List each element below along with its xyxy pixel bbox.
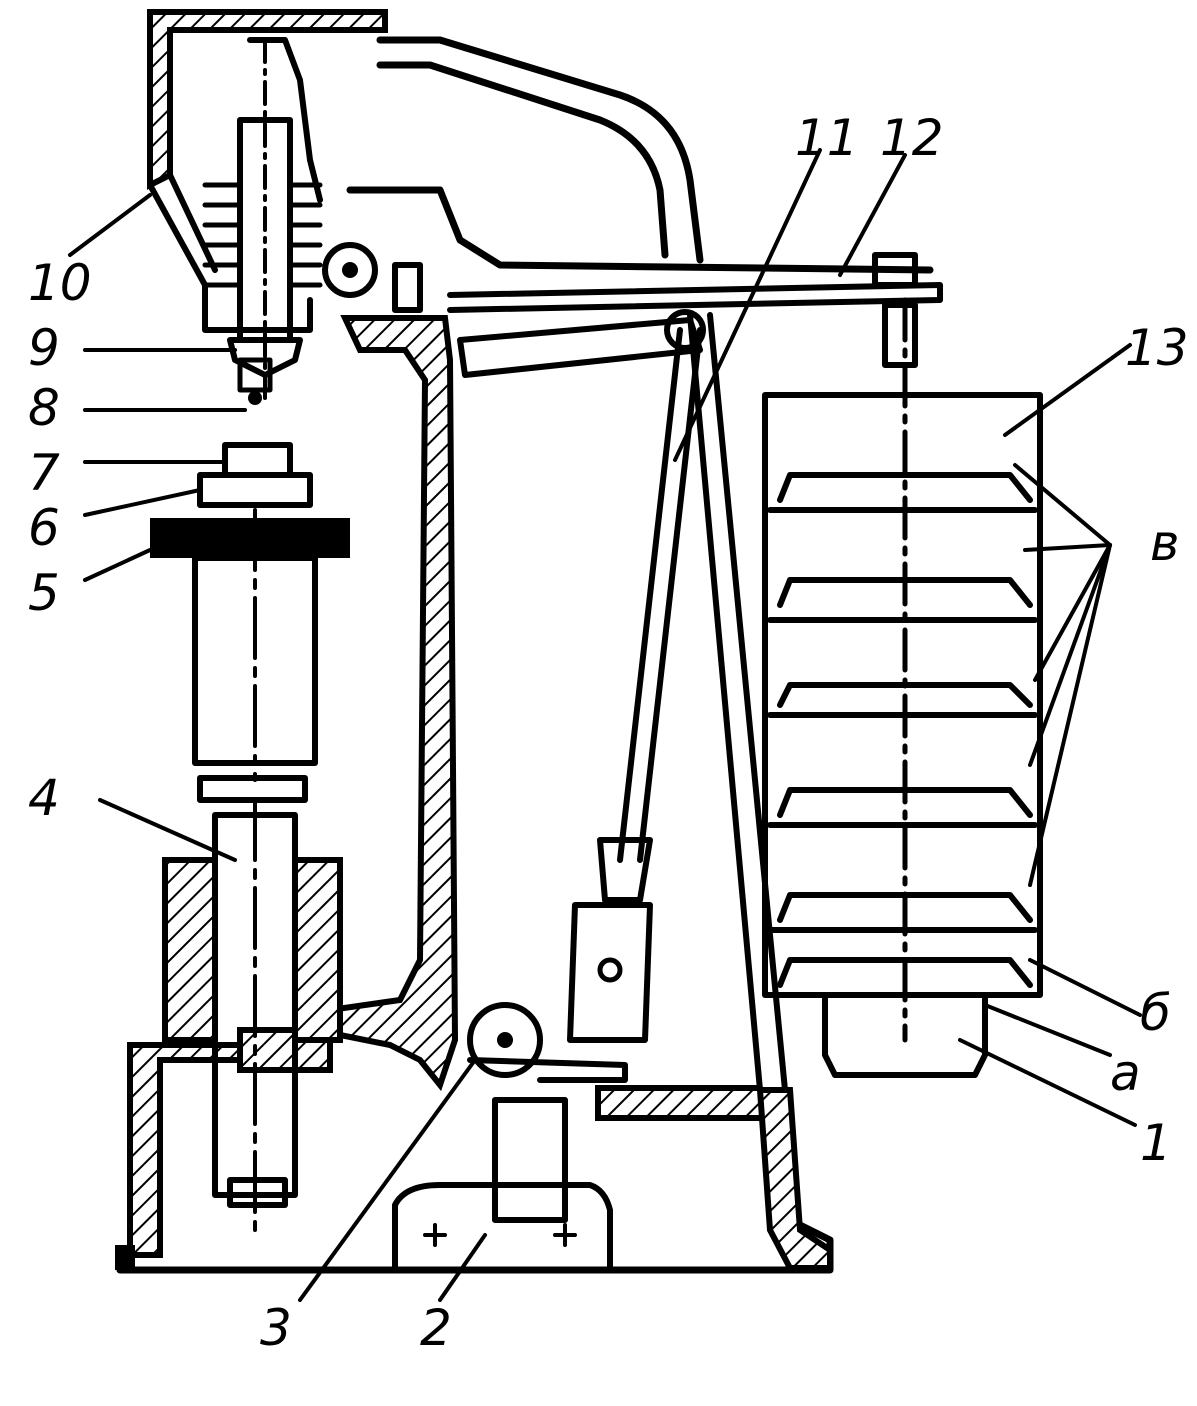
label-5: 5	[28, 564, 60, 622]
leader-lines	[68, 148, 1142, 1302]
label-9: 9	[28, 319, 60, 377]
machine-base	[115, 1042, 834, 1274]
label-v: в	[1150, 514, 1179, 572]
label-a: а	[1110, 1044, 1141, 1102]
frame-column	[237, 315, 459, 1092]
label-11: 11	[795, 109, 859, 167]
label-1: 1	[1140, 1114, 1172, 1172]
label-13: 13	[1125, 319, 1189, 377]
label-4: 4	[28, 769, 60, 827]
label-2: 2	[420, 1299, 452, 1357]
label-7: 7	[28, 444, 60, 502]
spindle-housing	[162, 798, 343, 1232]
head-housing	[147, 9, 423, 402]
right-upright	[447, 282, 943, 1093]
label-3: 3	[260, 1299, 292, 1357]
label-10: 10	[28, 254, 92, 312]
motor-unit	[392, 1002, 628, 1273]
cup-magazine	[762, 297, 1043, 1078]
label-6: 6	[28, 499, 60, 557]
label-12: 12	[880, 109, 944, 167]
cup-stack	[197, 357, 313, 508]
callout-labels: 10 9 8 7 6 5 4 3 2 11 12 13 в б а 1	[28, 109, 1189, 1357]
label-8: 8	[28, 379, 60, 437]
label-b: б	[1140, 984, 1171, 1042]
overhead-arm	[346, 36, 934, 274]
work-table	[150, 508, 350, 803]
lever-and-link	[457, 252, 918, 1043]
